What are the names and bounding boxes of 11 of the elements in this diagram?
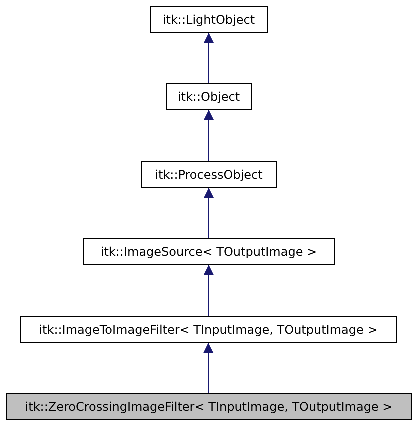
class-box: itk::ImageSource< TOutputImage > bbox=[83, 238, 335, 265]
class-box: itk::ZeroCrossingImageFilter< TInputImage, TOutputImage > bbox=[6, 393, 412, 420]
inheritance-arrow bbox=[204, 342, 214, 394]
inheritance-arrow bbox=[204, 188, 214, 238]
class-box: itk::Object bbox=[166, 83, 252, 110]
class-box: itk::ImageToImageFilter< TInputImage, TOutputImage > bbox=[20, 316, 397, 343]
inheritance-arrow bbox=[204, 32, 214, 84]
inheritance-arrow bbox=[204, 264, 214, 316]
class-box: itk::LightObject bbox=[150, 6, 268, 33]
inheritance-arrow bbox=[204, 110, 214, 162]
class-box: itk::ProcessObject bbox=[141, 161, 277, 188]
